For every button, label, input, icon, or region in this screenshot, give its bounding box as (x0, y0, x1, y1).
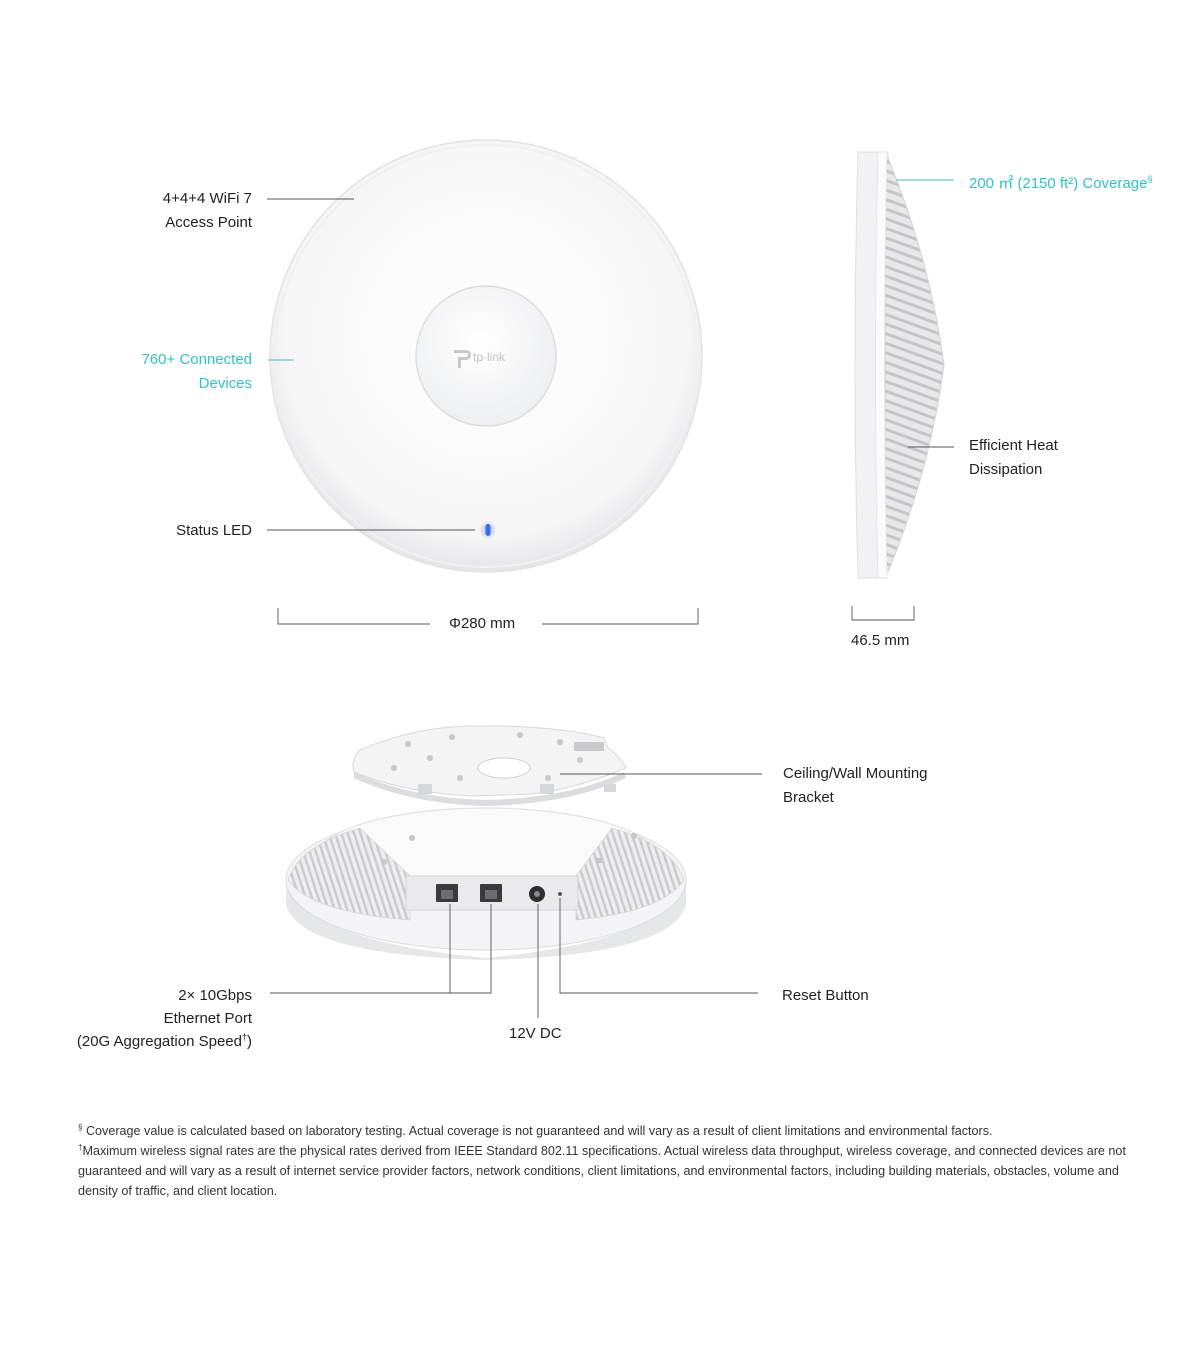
coverage-mark: § (1147, 174, 1153, 184)
footnote-coverage-mark: § (78, 1122, 83, 1132)
ethernet-label-line2: Ethernet Port (163, 1010, 252, 1027)
bracket-label-line2: Bracket (783, 789, 834, 806)
devices-label: 760+ Connected Devices (100, 348, 252, 396)
wifi-label-line2: Access Point (165, 214, 252, 231)
access-point-underside (285, 807, 687, 960)
tplink-logo-icon (454, 350, 471, 368)
heat-label-line2: Dissipation (969, 461, 1043, 478)
ethernet-close: ) (247, 1033, 252, 1050)
reset-hole (558, 892, 562, 896)
wifi-label: 4+4+4 WiFi 7 Access Point (100, 187, 252, 235)
ethernet-mark: † (241, 1032, 247, 1042)
ethernet-port-2 (480, 884, 502, 902)
thickness-label: 46.5 mm (851, 632, 910, 649)
center-cap (415, 285, 557, 427)
footnotes: § Coverage value is calculated based on … (78, 1121, 1128, 1201)
status-led (485, 524, 491, 536)
ethernet-label-line1: 2× 10Gbps (178, 987, 252, 1004)
diameter-label: Φ280 mm (449, 615, 516, 632)
bracket-label: Ceiling/Wall Mounting Bracket (783, 762, 928, 810)
heat-label: Efficient Heat Dissipation (969, 434, 1058, 482)
coverage-label: 200 ㎡ (2150 ft²) Coverage§ (969, 172, 1152, 196)
dc-label: 12V DC (509, 1025, 562, 1042)
bracket-label-line1: Ceiling/Wall Mounting (783, 765, 928, 782)
mounting-bracket (352, 725, 627, 806)
ethernet-label-line3-text: (20G Aggregation Speed (76, 1033, 242, 1050)
footnote-rates-text: Maximum wireless signal rates are the ph… (78, 1144, 1126, 1198)
coverage-text: 200 ㎡ (2150 ft²) Coverage (969, 175, 1148, 192)
footnote-rates-mark: † (78, 1142, 83, 1152)
devices-label-line2: Devices (198, 375, 252, 392)
brand-logo-text: tp-link (473, 350, 506, 364)
footnote-rates: †Maximum wireless signal rates are the p… (78, 1141, 1128, 1201)
footnote-coverage: § Coverage value is calculated based on … (78, 1121, 1128, 1141)
ethernet-port-1 (436, 884, 458, 902)
side-view-profile (854, 151, 945, 579)
reset-label: Reset Button (782, 987, 869, 1004)
top-view-disc: tp-link (269, 139, 703, 573)
footnote-coverage-text: Coverage value is calculated based on la… (82, 1124, 993, 1138)
status-led-label: Status LED (176, 522, 252, 539)
ethernet-label: 2× 10Gbps Ethernet Port (20G Aggregation… (40, 984, 252, 1053)
devices-label-line1: 760+ Connected (141, 351, 252, 368)
wifi-label-line1: 4+4+4 WiFi 7 (162, 190, 252, 207)
ethernet-label-line3: (20G Aggregation Speed†) (40, 1030, 252, 1053)
heat-label-line1: Efficient Heat (969, 437, 1058, 454)
